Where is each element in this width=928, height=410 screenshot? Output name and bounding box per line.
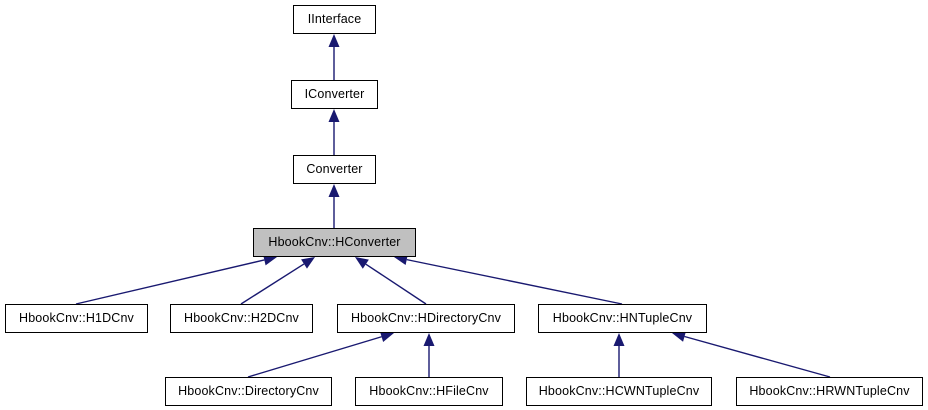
class-node-label: IInterface [307, 12, 362, 27]
arrowhead-icon [301, 257, 315, 269]
arrowhead-icon [423, 333, 435, 346]
class-node-directorycnv[interactable]: HbookCnv::DirectoryCnv [165, 377, 332, 406]
class-node-iconverter[interactable]: IConverter [291, 80, 378, 109]
arrowhead-icon [328, 34, 340, 47]
class-node-label: HbookCnv::H2DCnv [184, 311, 299, 326]
class-node-label: HbookCnv::HConverter [268, 235, 401, 250]
arrowhead-icon [328, 184, 340, 197]
inheritance-arrow-hfilecnv-to-hdirectorycnv [423, 333, 435, 377]
class-node-label: HbookCnv::DirectoryCnv [178, 384, 319, 399]
class-node-hconverter[interactable]: HbookCnv::HConverter [253, 228, 416, 257]
arrowhead-icon [355, 257, 369, 269]
class-node-label: HbookCnv::HDirectoryCnv [350, 311, 502, 326]
class-node-hcwntuplecnv[interactable]: HbookCnv::HCWNTupleCnv [526, 377, 712, 406]
class-node-h2dcnv[interactable]: HbookCnv::H2DCnv [170, 304, 313, 333]
inheritance-arrow-directorycnv-to-hdirectorycnv [247, 331, 394, 378]
class-node-label: IConverter [304, 87, 365, 102]
inheritance-arrow-hdirectorycnv-to-hconverter [355, 257, 427, 305]
inheritance-arrow-hcwntuplecnv-to-hntuplecnv [613, 333, 625, 377]
arrowhead-icon [379, 331, 394, 343]
inheritance-arrow-converter-to-iconverter [328, 109, 340, 155]
arrowhead-icon [328, 109, 340, 122]
class-node-label: Converter [306, 162, 363, 177]
inheritance-arrow-h2dcnv-to-hconverter [240, 257, 315, 305]
class-node-h1dcnv[interactable]: HbookCnv::H1DCnv [5, 304, 148, 333]
class-node-hfilecnv[interactable]: HbookCnv::HFileCnv [355, 377, 503, 406]
class-node-label: HbookCnv::HCWNTupleCnv [538, 384, 700, 399]
class-node-hdirectorycnv[interactable]: HbookCnv::HDirectoryCnv [337, 304, 515, 333]
class-node-converter[interactable]: Converter [293, 155, 376, 184]
inheritance-arrow-h1dcnv-to-hconverter [75, 254, 277, 305]
class-node-hntuplecnv[interactable]: HbookCnv::HNTupleCnv [538, 304, 707, 333]
class-node-label: HbookCnv::HNTupleCnv [552, 311, 693, 326]
class-node-hrwntuplecnv[interactable]: HbookCnv::HRWNTupleCnv [736, 377, 923, 406]
inheritance-arrow-iconverter-to-iinterface [328, 34, 340, 80]
inheritance-arrow-hconverter-to-converter [328, 184, 340, 228]
inheritance-arrow-hntuplecnv-to-hconverter [394, 254, 623, 305]
class-node-label: HbookCnv::H1DCnv [19, 311, 134, 326]
class-node-label: HbookCnv::HRWNTupleCnv [749, 384, 910, 399]
class-node-label: HbookCnv::HFileCnv [369, 384, 489, 399]
arrowhead-icon [613, 333, 625, 346]
class-node-iinterface[interactable]: IInterface [293, 5, 376, 34]
inheritance-arrow-hrwntuplecnv-to-hntuplecnv [672, 331, 831, 378]
